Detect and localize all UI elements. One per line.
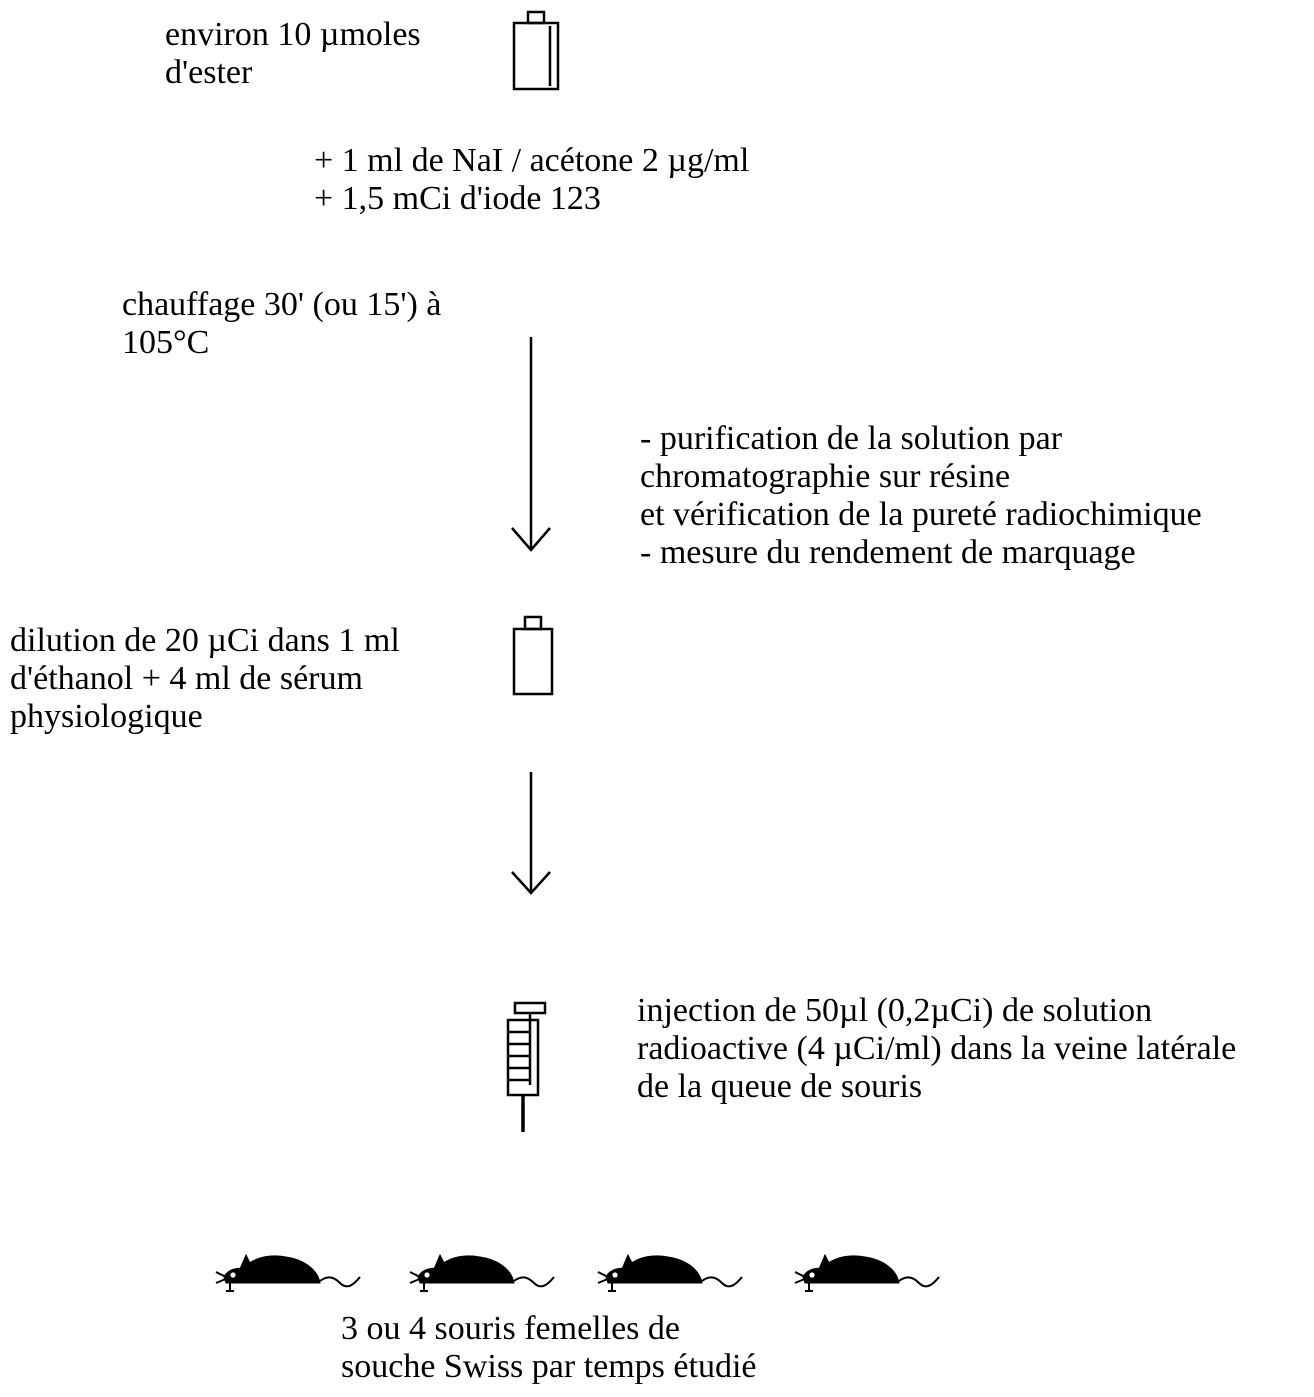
- purification-line: chromatographie sur résine: [640, 458, 1011, 495]
- mice-label: 3 ou 4 souris femelles de souche Swiss p…: [341, 1310, 757, 1386]
- down-arrow-icon: [511, 337, 551, 552]
- injection-line: injection de 50µl (0,2µCi) de solution: [637, 992, 1153, 1029]
- dilution-label: dilution de 20 µCi dans 1 ml d'éthanol +…: [10, 622, 400, 736]
- ester-line: environ 10 µmoles: [165, 16, 421, 53]
- injection-label: injection de 50µl (0,2µCi) de solution r…: [637, 992, 1236, 1106]
- purification-line: - purification de la solution par: [640, 420, 1063, 457]
- dilution-line: dilution de 20 µCi dans 1 ml: [10, 622, 400, 659]
- heating-line: 105°C: [122, 324, 210, 361]
- injection-line: de la queue de souris: [637, 1068, 923, 1105]
- reagents-line: + 1,5 mCi d'iode 123: [314, 180, 601, 217]
- heating-label: chauffage 30' (ou 15') à 105°C: [122, 286, 441, 362]
- vial-icon: [512, 10, 560, 91]
- mouse-icon: [215, 1254, 361, 1292]
- heating-line: chauffage 30' (ou 15') à: [122, 286, 442, 323]
- syringe-icon: [506, 1001, 547, 1132]
- injection-line: radioactive (4 µCi/ml) dans la veine lat…: [637, 1030, 1237, 1067]
- ester-line: d'ester: [165, 54, 253, 91]
- down-arrow-icon: [511, 772, 551, 895]
- dilution-line: physiologique: [10, 698, 203, 735]
- mouse-icon: [597, 1254, 743, 1292]
- dilution-line: d'éthanol + 4 ml de sérum: [10, 660, 363, 697]
- mouse-icon: [409, 1254, 555, 1292]
- mice-line: souche Swiss par temps étudié: [341, 1348, 757, 1385]
- mouse-icon: [794, 1254, 940, 1292]
- reagents-label: + 1 ml de NaI / acétone 2 µg/ml + 1,5 mC…: [314, 142, 749, 218]
- ester-label: environ 10 µmoles d'ester: [165, 16, 421, 92]
- vial-icon: [512, 615, 554, 696]
- purification-line: et vérification de la pureté radiochimiq…: [640, 496, 1202, 533]
- mice-line: 3 ou 4 souris femelles de: [341, 1310, 680, 1347]
- reagents-line: + 1 ml de NaI / acétone 2 µg/ml: [314, 142, 750, 179]
- purification-line: - mesure du rendement de marquage: [640, 534, 1136, 571]
- purification-label: - purification de la solution par chroma…: [640, 420, 1202, 572]
